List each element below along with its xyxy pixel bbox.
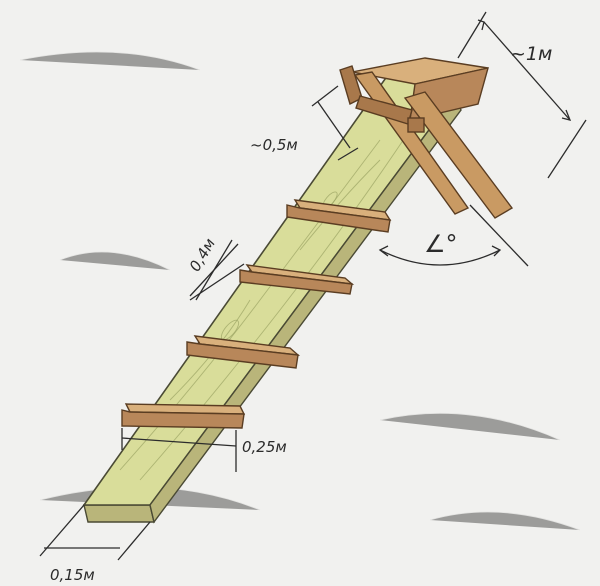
dim-angle: ∠° — [378, 204, 529, 267]
step-4 — [121, 403, 246, 429]
label-top-depth: ~0,5м — [250, 136, 298, 154]
dim-board-width: 0,15м — [39, 504, 151, 584]
label-board-width: 0,15м — [50, 566, 95, 584]
top-frame — [339, 57, 514, 219]
dim-step-length: 0,25м — [121, 428, 287, 472]
step-2 — [239, 264, 355, 295]
label-top-width: ~1м — [510, 43, 552, 65]
step-3 — [186, 335, 301, 369]
label-step-length: 0,25м — [242, 438, 287, 456]
dim-top-depth: ~0,5м — [250, 85, 359, 161]
dim-top-width: ~1м — [457, 11, 587, 179]
label-angle: ∠° — [424, 230, 458, 258]
step-1 — [286, 199, 392, 233]
